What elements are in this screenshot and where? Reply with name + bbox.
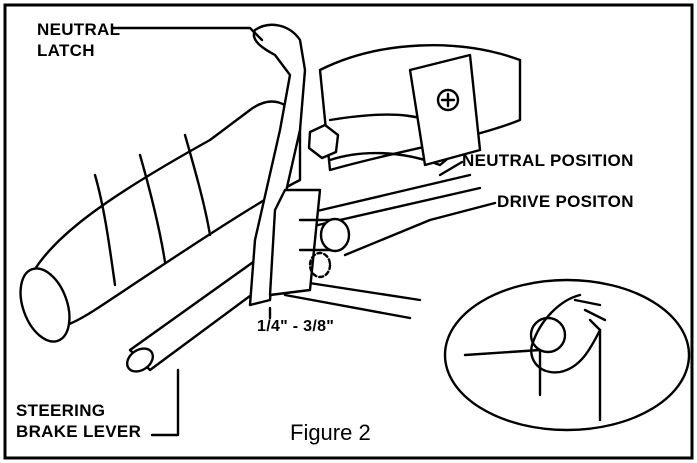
handle-grip	[23, 100, 302, 330]
leader-steer	[150, 368, 180, 437]
steering-brake-lever-label: STEERING BRAKE LEVER	[16, 400, 141, 442]
figure-caption: Figure 2	[290, 420, 371, 445]
latch-slot	[268, 188, 322, 297]
rod-upper	[298, 173, 472, 217]
latch-nut	[307, 123, 340, 160]
neutral-latch-label-line1: NEUTRAL	[37, 20, 121, 39]
neutral-position-label: NEUTRAL POSITION	[462, 151, 634, 170]
neutral-latch-label-line2: LATCH	[37, 41, 95, 60]
neutral-latch-label: NEUTRAL LATCH	[37, 19, 120, 61]
gap-measurement-label: 1/4" - 3/8"	[257, 318, 335, 335]
leader-neutral	[438, 160, 464, 177]
leader-drive	[343, 201, 497, 257]
drive-position-label: DRIVE POSITON	[497, 192, 634, 211]
leader-latch	[110, 26, 264, 42]
inset-clip	[530, 293, 602, 374]
grip-end	[19, 267, 71, 343]
detail-inset	[443, 278, 691, 432]
rod-lower-b	[283, 293, 412, 320]
steering-label-line1: STEERING	[16, 401, 106, 420]
figure-border	[3, 3, 694, 460]
steering-label-line2: BRAKE LEVER	[16, 422, 142, 441]
latch-pin	[319, 217, 351, 253]
neutral-latch	[248, 23, 307, 307]
